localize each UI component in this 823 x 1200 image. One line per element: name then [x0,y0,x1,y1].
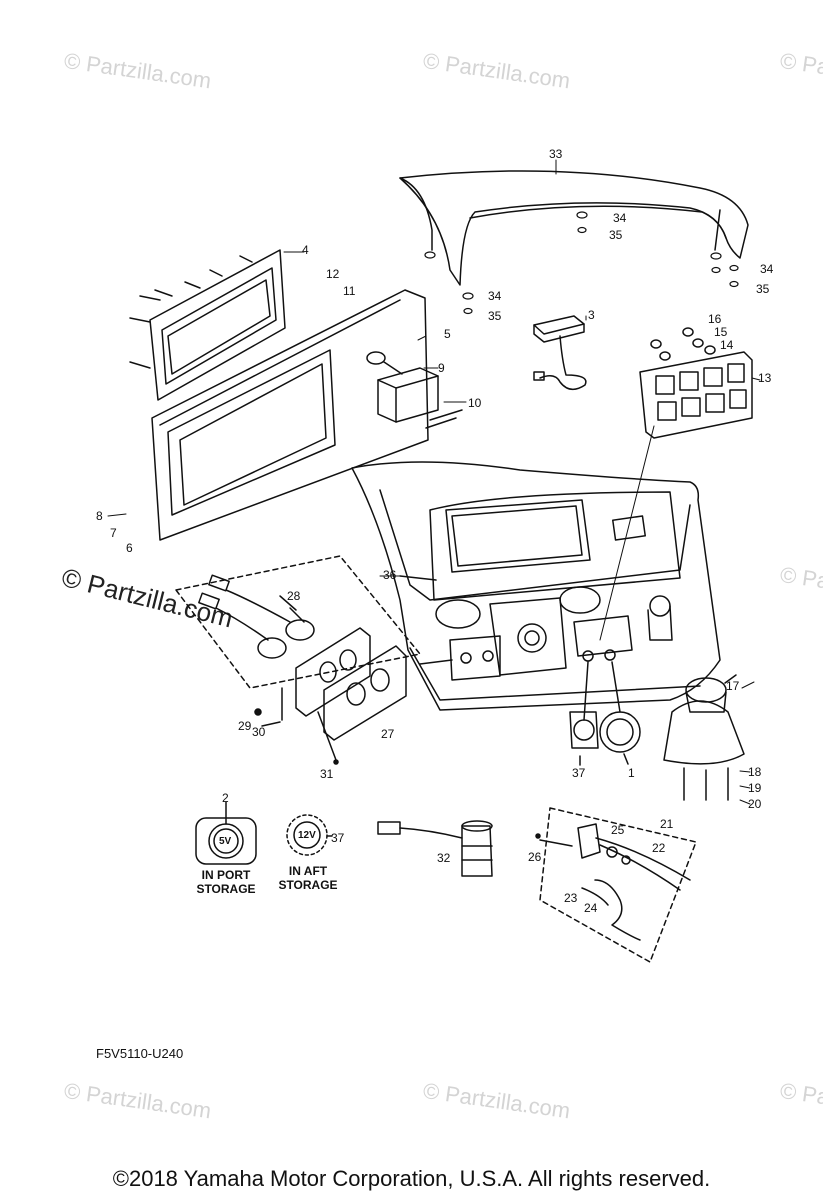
callout-28: 28 [287,589,301,603]
aft-caption-line1: IN AFT [288,864,328,878]
usb-socket [195,801,257,865]
usb-socket-label: 5V [219,836,232,847]
speaker-module [533,315,587,391]
twelve-volt-socket-label: 12V [298,830,316,841]
leader-lines [107,159,761,805]
callout-1: 1 [628,766,635,780]
bracket [366,351,463,429]
callout-34: 34 [760,262,774,276]
aft-caption-line2: STORAGE [278,878,338,892]
callout-8: 8 [96,509,103,523]
display-frame [129,249,286,401]
callout-32: 32 [437,851,451,865]
callout-11: 11 [343,284,356,298]
port-caption-line1: IN PORT [201,868,251,882]
callout-34: 34 [613,211,627,225]
callout-17: 17 [726,679,740,693]
visor-cover [399,170,749,286]
callout-24: 24 [584,901,598,915]
callout-4: 4 [302,243,309,257]
callout-25: 25 [611,823,625,837]
callout-10: 10 [468,396,482,410]
harness-group [535,807,697,963]
callout-35: 35 [609,228,623,242]
callout-22: 22 [652,841,666,855]
callout-6: 6 [126,541,133,555]
twelve-volt-socket [286,814,333,856]
callout-5: 5 [444,327,451,341]
callout-15: 15 [714,325,728,339]
callout-2: 2 [222,791,229,805]
callout-20: 20 [748,797,762,811]
callout-13: 13 [758,371,772,385]
callout-33: 33 [549,147,563,161]
dashboard-console [351,461,721,711]
callout-35: 35 [488,309,502,323]
diagram-code: F5V5110-U240 [96,1046,184,1061]
callout-16: 16 [708,312,722,326]
copyright-notice: ©2018 Yamaha Motor Corporation, U.S.A. A… [112,1166,711,1191]
port-caption-line2: STORAGE [196,882,256,896]
callout-14: 14 [720,338,734,352]
callout-34: 34 [488,289,502,303]
callout-31: 31 [320,767,334,781]
callout-29: 29 [238,719,252,733]
callout-3: 3 [588,308,595,322]
nut-washer [424,211,739,315]
callout-19: 19 [748,781,762,795]
switch-panel [639,327,753,439]
controller-knob [663,674,745,801]
callout-18: 18 [748,765,762,779]
port-storage-caption: IN PORT STORAGE [186,868,266,896]
callout-9: 9 [438,361,445,375]
aft-storage-caption: IN AFT STORAGE [268,864,348,892]
callout-26: 26 [528,850,542,864]
callout-27: 27 [381,727,395,741]
callout-37: 37 [331,831,345,845]
callout-12: 12 [326,267,340,281]
usb-port-group [175,555,453,765]
callout-23: 23 [564,891,578,905]
side-panel [151,289,429,541]
socket-assembly [569,661,641,766]
callout-36: 36 [383,568,397,582]
callout-35: 35 [756,282,770,296]
callout-30: 30 [252,725,266,739]
horn [377,820,493,877]
callout-21: 21 [660,817,674,831]
callout-7: 7 [110,526,117,540]
callout-37: 37 [572,766,586,780]
